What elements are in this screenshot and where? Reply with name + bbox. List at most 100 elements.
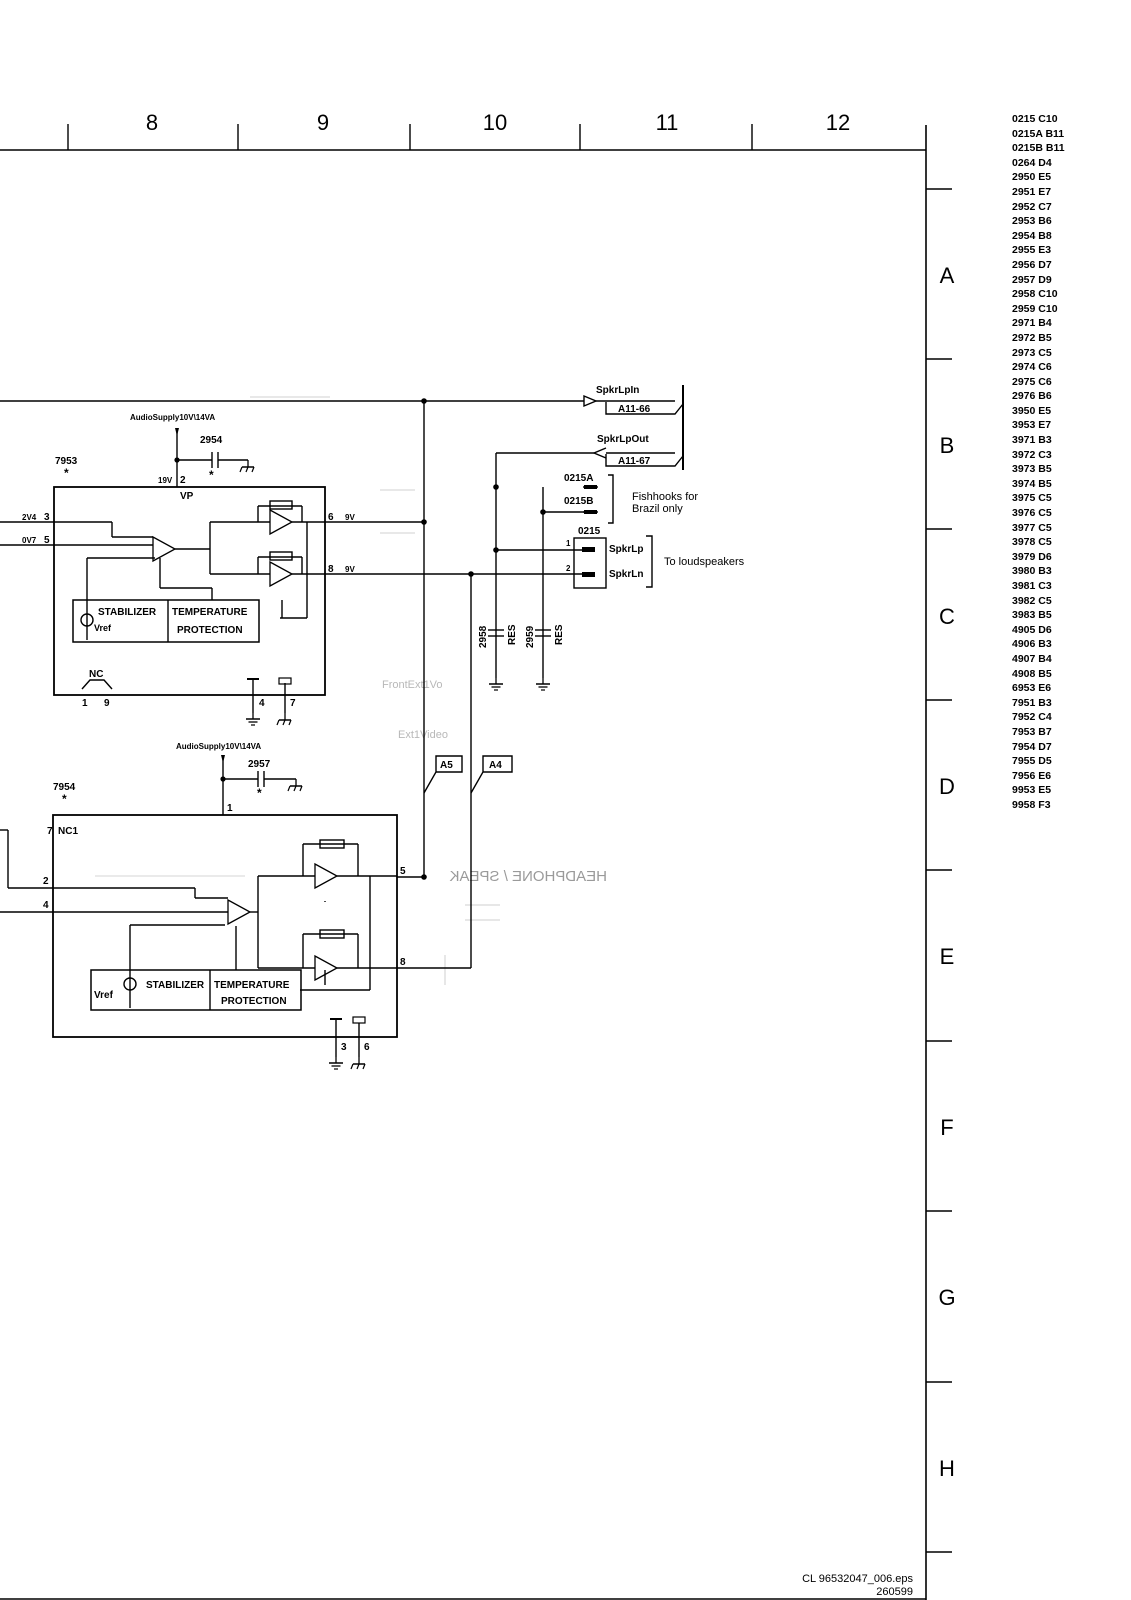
ic-7954-out-n-pin: 8 (400, 957, 406, 968)
component-index-entry: 2974 C6 (1012, 361, 1052, 374)
ic-7953-protection: PROTECTION (177, 625, 243, 636)
cap-2959-res: RES (554, 624, 565, 645)
row-label: D (939, 774, 955, 799)
component-index-entry: 7952 C4 (1012, 711, 1052, 724)
ic-7953-in-a-pin: 3 (44, 512, 50, 523)
row-label: G (938, 1285, 955, 1310)
component-index-entry: 2957 D9 (1012, 273, 1052, 286)
ic-7954-vref: Vref (94, 990, 114, 1001)
component-index-entry: 3983 B5 (1012, 609, 1052, 622)
ic-7953-nc-pin-a: 1 (82, 698, 88, 709)
flag-a4-label: A4 (489, 760, 502, 771)
fishhooks-note-line-2: Brazil only (632, 503, 683, 515)
ic-7953: AudioSupply10V\14VA 2954 * 7953 * 19V 2 … (0, 413, 355, 726)
component-index-entry: 6953 E6 (1012, 682, 1052, 695)
component-index-entry: 0215B B11 (1012, 142, 1065, 155)
component-index-entry: 4906 B3 (1012, 638, 1052, 651)
component-index-entry: 4905 D6 (1012, 623, 1052, 636)
drawing-frame (0, 124, 952, 1600)
component-index-entry: 2976 B6 (1012, 390, 1052, 403)
fishhooks-note-line-1: Fishhooks for (632, 491, 698, 503)
row-label: F (940, 1115, 953, 1140)
component-index-entry: 2956 D7 (1012, 258, 1052, 271)
component-index-entry: 2973 C5 (1012, 346, 1052, 359)
component-index-entry: 2958 C10 (1012, 288, 1058, 301)
ic-7954-cap-star: * (257, 786, 262, 800)
ic-7953-in-b-volt: 0V7 (22, 536, 37, 545)
component-index-entry: 2950 E5 (1012, 171, 1052, 184)
ic-7953-vp-pin: 2 (180, 475, 186, 486)
ic-7953-cap-ref: 2954 (200, 435, 223, 446)
ic-7954-supply-label: AudioSupply10V\14VA (176, 742, 261, 751)
ic-7953-cap-star: * (209, 468, 214, 482)
footer-file: CL 96532047_006.eps (802, 1573, 913, 1585)
component-index-entry: 0215 C10 (1012, 113, 1058, 125)
ic-7953-vp-label: VP (180, 491, 194, 502)
row-label: H (939, 1456, 955, 1481)
ic-7954-cap-ref: 2957 (248, 759, 271, 770)
bleed-through-marks: FrontExt1Vo Ext1Video HEADPHONE / SPEAK (95, 396, 607, 985)
component-index-entry: 0215A B11 (1012, 127, 1065, 140)
row-label: B (940, 433, 955, 458)
ic-7954: AudioSupply10V\14VA 2957 * 7954 * 1 7 NC… (0, 742, 406, 1070)
ic-7953-gnd-pin-b: 7 (290, 698, 296, 709)
bleed-text: FrontExt1Vo (382, 679, 443, 691)
ic-7954-in-a-pin: 2 (43, 876, 49, 887)
column-label: 11 (656, 110, 679, 135)
component-index-entry: 2951 E7 (1012, 185, 1052, 198)
component-index-entry: 3953 E7 (1012, 419, 1052, 432)
ic-7953-temperature: TEMPERATURE (172, 607, 248, 618)
speaker-connector-0215 (573, 537, 607, 589)
component-index-entry: 2955 E3 (1012, 244, 1052, 257)
junction-dots (421, 398, 546, 880)
ic-7954-ref: 7954 (53, 782, 76, 793)
component-index-entry: 3972 C3 (1012, 448, 1052, 461)
component-index-entry: 3981 C3 (1012, 580, 1052, 592)
ic-7953-ref: 7953 (55, 456, 78, 467)
component-index-entry: 7954 D7 (1012, 740, 1052, 753)
ic-7954-gnd-pin-b: 6 (364, 1042, 370, 1053)
ic-7954-protection: PROTECTION (221, 996, 287, 1007)
spkr-lp-out-ref: A11-67 (618, 456, 651, 467)
component-index-entry: 9953 E5 (1012, 784, 1052, 797)
component-index-entry: 3976 C5 (1012, 507, 1052, 520)
ic-7954-temperature: TEMPERATURE (214, 980, 290, 991)
component-index-entry: 2952 C7 (1012, 200, 1052, 213)
ic-7954-stabilizer: STABILIZER (146, 980, 205, 991)
ic-7954-gnd-pin-a: 3 (341, 1042, 347, 1053)
ic-7953-nc-pin-b: 9 (104, 698, 110, 709)
ic-7954-out-p-pin: 5 (400, 866, 406, 877)
component-index-entry: 7951 B3 (1012, 696, 1052, 709)
bleed-mirror-text: HEADPHONE / SPEAK (449, 868, 607, 885)
ic-7953-supply-label: AudioSupply10V\14VA (130, 413, 215, 422)
footer-date: 260599 (876, 1586, 913, 1598)
component-index-entry: 2953 B6 (1012, 215, 1052, 228)
spkr-ln-label: SpkrLn (609, 569, 643, 580)
capacitors-2958-2959 (488, 629, 551, 637)
component-index-entry: 7953 B7 (1012, 725, 1052, 738)
to-loudspeakers-label: To loudspeakers (664, 556, 745, 568)
column-label: 8 (146, 110, 158, 135)
bus-wires (0, 385, 684, 969)
column-label: 10 (483, 110, 507, 135)
component-index-entry: 3975 C5 (1012, 492, 1052, 505)
cap-2959-ref: 2959 (525, 625, 536, 648)
ic-7954-nc-pin: 7 (47, 826, 53, 837)
component-index-entry: 3979 D6 (1012, 550, 1052, 563)
component-index-entry: 3977 C5 (1012, 521, 1052, 534)
ic-7953-in-b-pin: 5 (44, 535, 50, 546)
spkr-lp-in-ref: A11-66 (618, 404, 651, 415)
component-index-entry: 2954 B8 (1012, 229, 1052, 242)
component-index-entry: 2971 B4 (1012, 317, 1052, 330)
component-index-entry: 4908 B5 (1012, 667, 1052, 680)
ic-7953-vp-volt: 19V (158, 476, 173, 485)
ic-7953-vref: Vref (94, 623, 112, 633)
component-index-entry: 9958 F3 (1012, 798, 1051, 811)
row-label: E (940, 944, 955, 969)
column-label: 9 (317, 110, 329, 135)
flag-a5-label: A5 (440, 760, 453, 771)
component-index-entry: 3982 C5 (1012, 594, 1052, 607)
row-label: C (939, 604, 955, 629)
ic-7953-stabilizer: STABILIZER (98, 607, 157, 618)
